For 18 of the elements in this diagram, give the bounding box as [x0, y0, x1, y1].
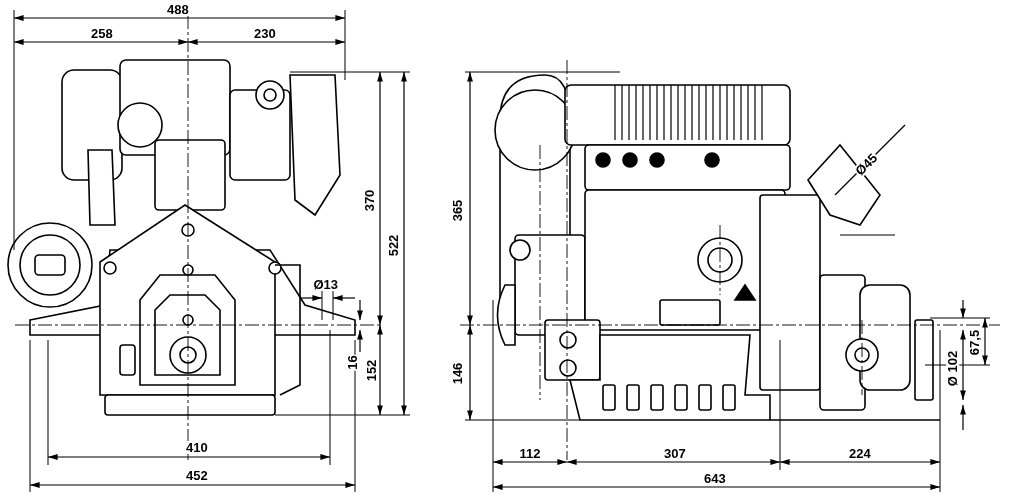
dimension-value: Ø13	[312, 277, 340, 291]
dimension-value: 365	[451, 198, 465, 222]
dimension-value: 522	[387, 233, 401, 257]
dimension-value: 488	[166, 2, 190, 16]
dimension-value: 16	[345, 353, 359, 371]
dimension-value: 224	[848, 446, 872, 460]
dimension-value: 370	[363, 188, 377, 212]
dimension-value: 67,5	[967, 328, 981, 356]
dimension-value: 112	[518, 446, 542, 460]
dimension-value: 410	[185, 440, 209, 454]
dimension-value: 258	[90, 26, 114, 40]
dimension-value: 307	[663, 446, 687, 460]
dimension-value: 452	[185, 468, 209, 482]
dimension-value: Ø 102	[945, 349, 959, 387]
dimension-value: 146	[451, 361, 465, 385]
dimension-value: 230	[253, 26, 277, 40]
dimension-value: 643	[703, 471, 727, 485]
dimension-value: 152	[365, 358, 379, 382]
